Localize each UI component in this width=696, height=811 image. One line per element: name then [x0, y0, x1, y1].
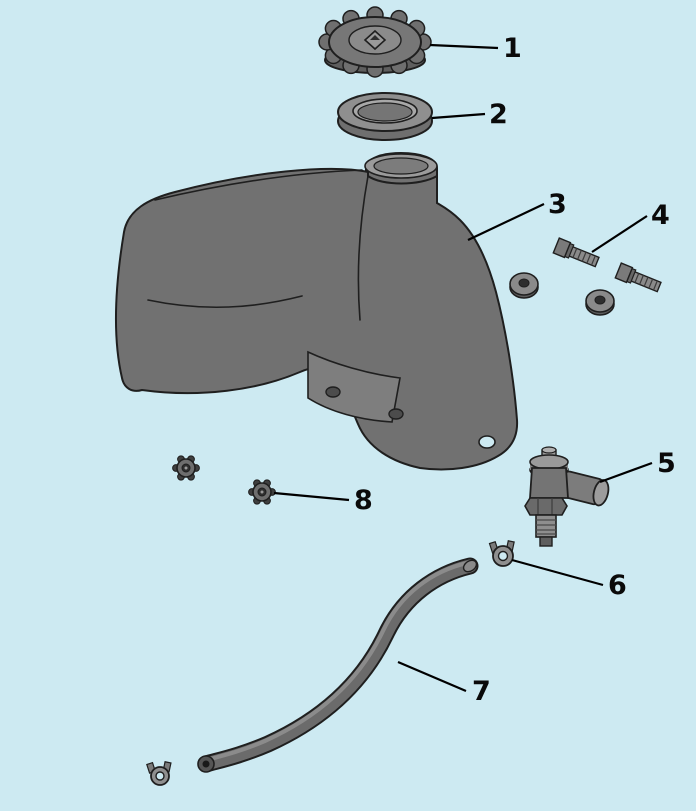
clip-center	[260, 490, 264, 494]
hose-tube	[199, 559, 477, 771]
hose-clamp	[488, 540, 515, 567]
callout-1: 1	[503, 33, 522, 64]
leader-line-7	[397, 660, 467, 693]
hose-clamp-bottom	[146, 761, 172, 786]
callout-7: 7	[472, 676, 491, 707]
valve-stub-top	[541, 446, 557, 454]
callout-5: 5	[657, 448, 676, 479]
bolt-head	[552, 237, 572, 259]
washer-1	[509, 272, 539, 299]
washer-hole	[518, 278, 530, 288]
tank-front-crease	[357, 175, 369, 321]
tank-cap	[318, 6, 432, 78]
hose-end-upper	[462, 559, 478, 573]
leader-line-3	[467, 203, 545, 241]
retaining-clip-2	[248, 479, 276, 505]
filler-neck-bore	[373, 157, 429, 175]
valve-flange-top	[529, 454, 569, 470]
hose-bore	[202, 760, 210, 768]
valve-tip	[539, 536, 553, 547]
bolt-2	[614, 262, 662, 293]
bolt-threads	[634, 273, 658, 291]
clamp-hole	[497, 550, 509, 562]
leader-line-8	[273, 491, 350, 502]
shield-crease	[147, 295, 303, 309]
filler-neck-ring	[337, 92, 433, 141]
bolt-threads	[572, 248, 596, 266]
ring-bore	[357, 102, 413, 122]
callout-3: 3	[548, 189, 567, 220]
retaining-clip-1	[172, 455, 200, 481]
bracket-hole-2	[388, 408, 404, 420]
bolt-head	[614, 262, 634, 284]
clamp-hole	[155, 771, 165, 781]
valve-hex	[524, 497, 568, 516]
bracket-hole-1	[325, 386, 341, 398]
tank-body	[115, 151, 519, 471]
leader-line-5	[599, 461, 653, 484]
clip-center	[184, 466, 188, 470]
valve-body	[529, 467, 569, 499]
cap-emblem-arrow	[370, 35, 380, 40]
callout-4: 4	[651, 200, 670, 231]
foot-hole	[478, 435, 496, 449]
outlet-valve	[524, 446, 610, 547]
callout-2: 2	[489, 99, 508, 130]
hose-highlight	[201, 561, 469, 763]
callout-8: 8	[354, 485, 373, 516]
washer-2	[585, 289, 615, 316]
washer-hole	[594, 295, 606, 305]
hose	[197, 557, 479, 773]
valve-barrel	[559, 470, 610, 507]
bolt-1	[552, 237, 600, 268]
valve-stem-threads	[536, 519, 556, 535]
leader-line-1	[429, 43, 499, 50]
mount-bracket	[307, 350, 401, 423]
callout-6: 6	[608, 570, 627, 601]
leader-line-4	[591, 215, 648, 253]
shield-top-fold	[154, 169, 363, 201]
leader-line-6	[511, 558, 604, 587]
leader-line-2	[431, 112, 486, 120]
